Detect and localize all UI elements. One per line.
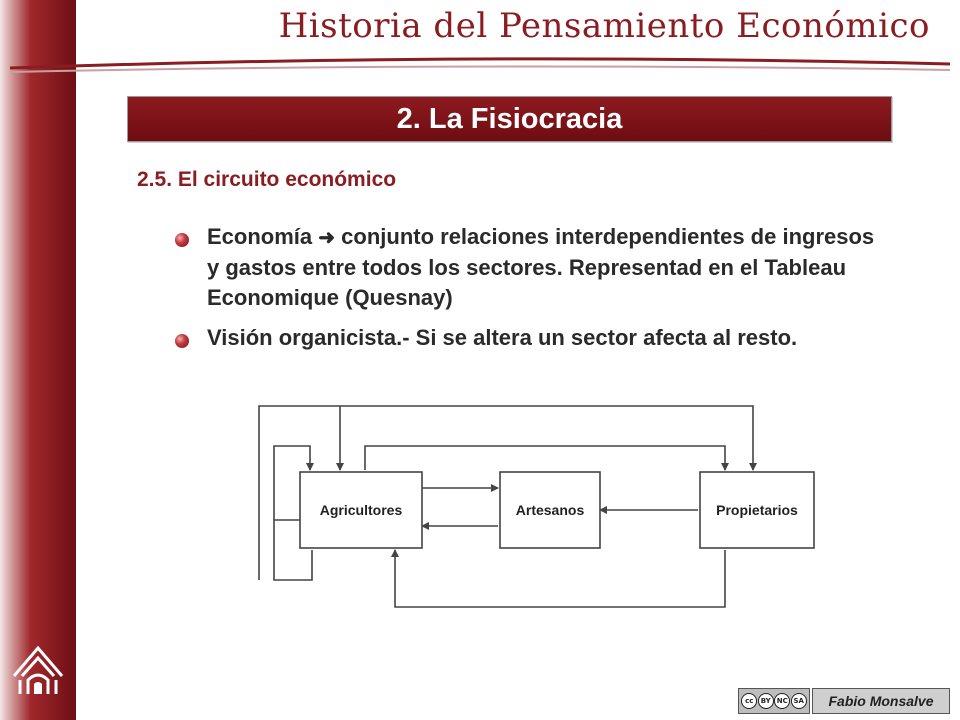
bullet-text: Economía ➜ conjunto relaciones interdepe… [207,222,875,313]
sa-icon: SA [790,693,807,709]
license-badge[interactable]: cc BY NC SA [738,688,810,714]
node-propietarios: Propietarios [716,502,798,518]
section-subtitle: 2.5. El circuito económico [137,168,397,191]
flow-arrow [273,519,313,581]
header-divider [9,57,951,73]
right-arrow-icon: ➜ [318,227,336,249]
bullet-lead: Economía [207,224,313,249]
cc-icon: cc [741,693,758,709]
section-banner: 2. La Fisiocracia [127,96,892,142]
economic-circuit-diagram: Agricultores Artesanos Propietarios [258,405,815,608]
flow-arrow [364,445,729,471]
node-agricultores: Agricultores [320,502,403,518]
by-icon: BY [757,693,774,709]
node-artesanos: Artesanos [516,502,585,518]
node-box [499,471,601,549]
bullet-icon [175,334,189,348]
bullet-item: Visión organicista.- Si se altera un sec… [175,323,875,353]
bullet-list: Economía ➜ conjunto relaciones interdepe… [175,222,875,363]
bullet-body: conjunto relaciones interdependientes de… [207,224,875,310]
flow-arrow [258,405,757,580]
banner-title: 2. La Fisiocracia [396,102,623,135]
author-label: Fabio Monsalve [812,688,950,714]
flow-arrow [391,549,726,608]
node-box [699,471,815,549]
bullet-text: Visión organicista.- Si se altera un sec… [207,325,798,350]
university-logo-icon [12,645,64,694]
bullet-icon [175,233,189,247]
sidebar-band [0,0,76,720]
nc-icon: NC [774,693,791,709]
flow-arrow [273,445,314,520]
header-title: Historia del Pensamiento Económico [278,6,930,46]
bullet-item: Economía ➜ conjunto relaciones interdepe… [175,222,875,313]
node-box [299,471,423,549]
